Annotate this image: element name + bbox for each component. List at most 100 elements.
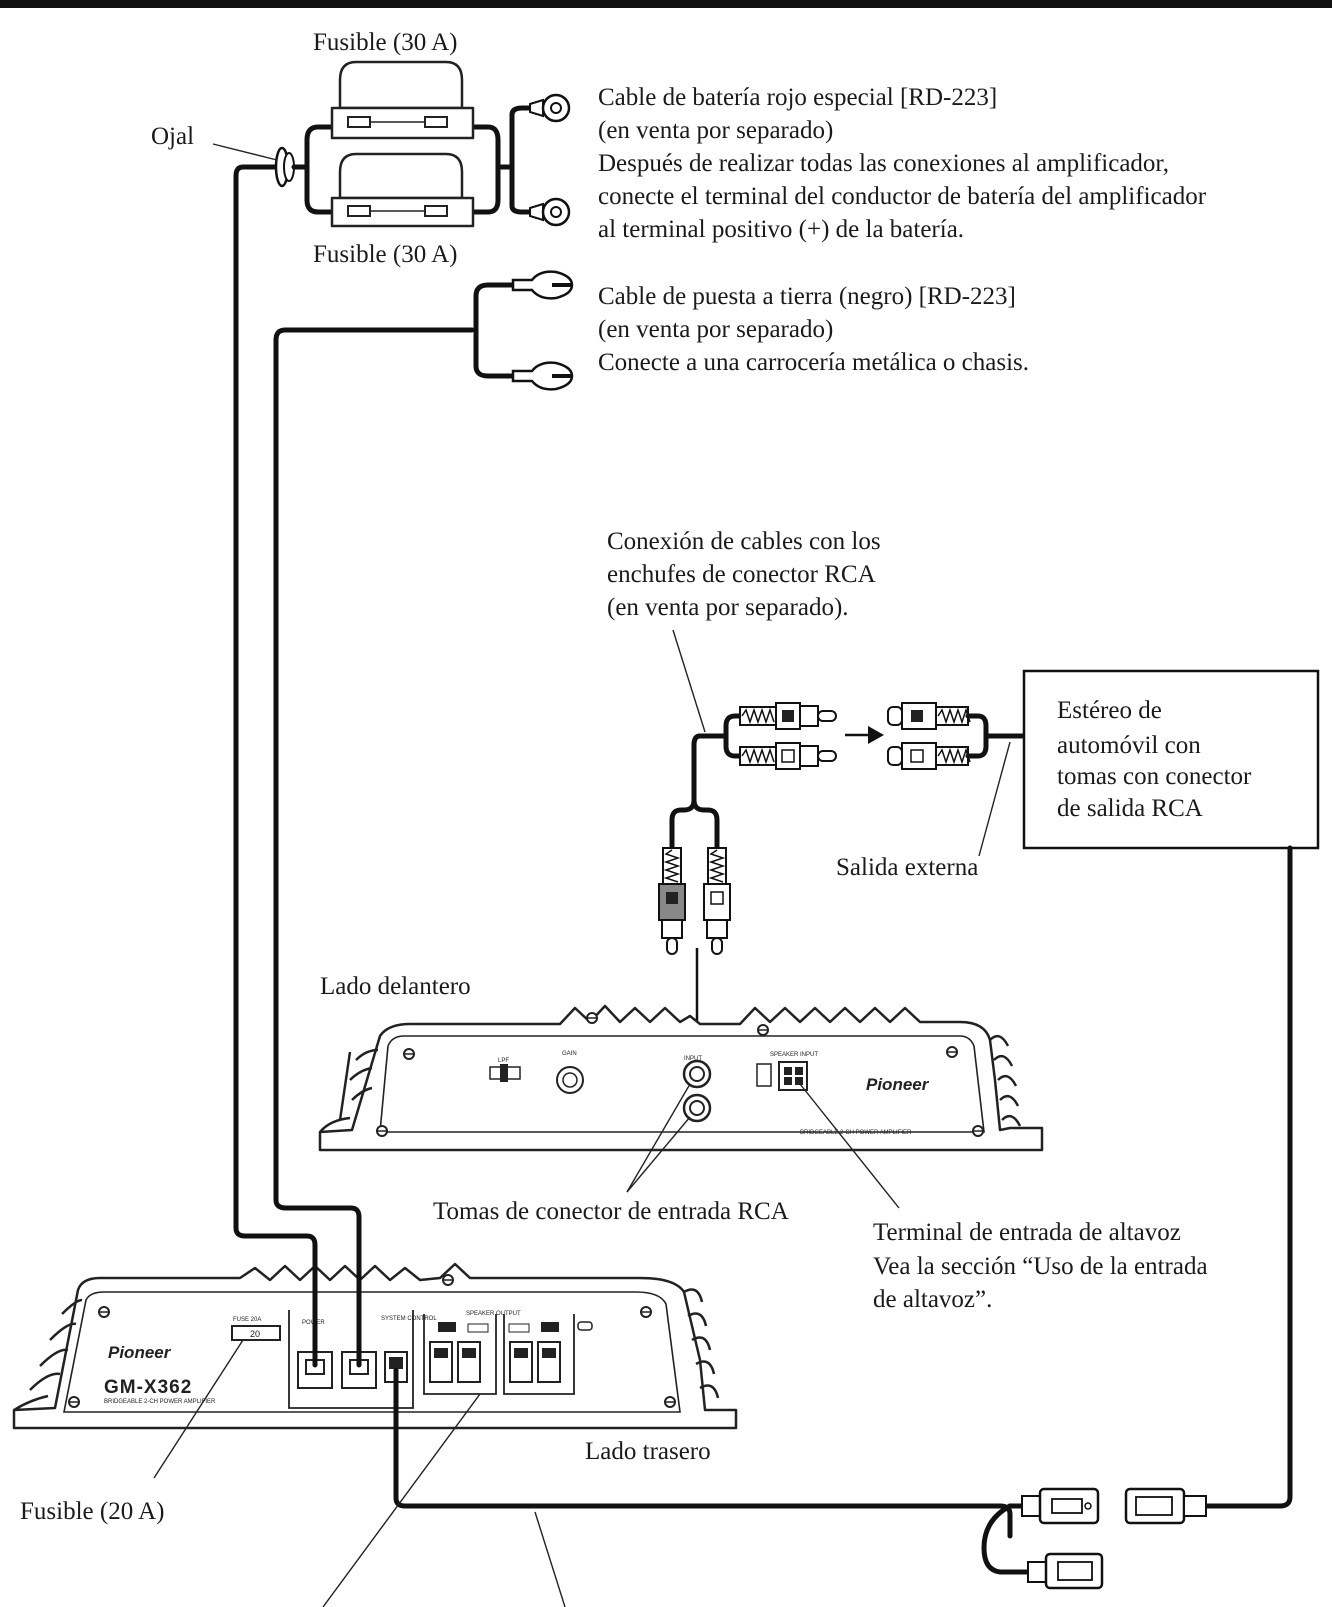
rca-jack-icon bbox=[887, 702, 971, 730]
rca-plug-icon bbox=[739, 742, 837, 770]
amp-model: GM-X362 bbox=[104, 1377, 192, 1398]
fuse-top-label: Fusible (30 A) bbox=[313, 29, 457, 56]
fuse-loop-wire bbox=[291, 105, 535, 215]
terminal-wire-ends bbox=[312, 1259, 362, 1368]
speaker-output-leader bbox=[322, 1393, 481, 1607]
rear-side-label: Lado trasero bbox=[585, 1438, 711, 1465]
amplifier-rear: FUSE 20A 20 Pioneer GM-X362 BRIDGEABLE 2… bbox=[12, 1262, 738, 1430]
screw-icon bbox=[98, 1306, 110, 1318]
svg-text:(en venta por separado).: (en venta por separado). bbox=[607, 594, 849, 621]
fuse-holder-top bbox=[330, 60, 475, 140]
front-side-label: Lado delantero bbox=[320, 973, 471, 1000]
ring-terminal-icon bbox=[529, 93, 571, 123]
remote-connector-icon bbox=[1027, 1552, 1104, 1590]
ground-fork-wire bbox=[473, 282, 518, 379]
svg-text:Estéreo de: Estéreo de bbox=[1057, 697, 1162, 724]
screw-icon bbox=[403, 1048, 415, 1060]
ground-cable-note: Cable de puesta a tierra (negro) [RD-223… bbox=[598, 283, 1029, 376]
svg-text:FUSE 20A: FUSE 20A bbox=[233, 1317, 261, 1323]
battery-wire bbox=[233, 164, 318, 1368]
svg-text:Terminal de entrada de altavoz: Terminal de entrada de altavoz bbox=[873, 1219, 1181, 1246]
svg-text:SYSTEM CONTROL: SYSTEM CONTROL bbox=[381, 1316, 437, 1322]
svg-text:automóvil con: automóvil con bbox=[1057, 732, 1201, 759]
svg-text:Conecte a una carrocería metál: Conecte a una carrocería metálica o chas… bbox=[598, 349, 1029, 376]
svg-text:Cable de batería rojo especial: Cable de batería rojo especial [RD-223] bbox=[598, 84, 997, 111]
speaker-output-terminal[interactable] bbox=[509, 1341, 561, 1383]
remote-wire-branch bbox=[981, 1503, 1031, 1575]
svg-text:de salida RCA: de salida RCA bbox=[1057, 795, 1203, 822]
fuse-holder-bottom bbox=[330, 152, 475, 228]
amplifier-front: LPF GAIN INPUT SPEAKER INPUT Pioneer BRI… bbox=[318, 1004, 1044, 1152]
speaker-input-terminal[interactable] bbox=[778, 1061, 808, 1091]
amp-front-brand: Pioneer bbox=[866, 1075, 930, 1094]
fuse-bottom-label: Fusible (30 A) bbox=[313, 241, 457, 268]
car-stereo-label: Estéreo de automóvil con tomas con conec… bbox=[1057, 697, 1252, 822]
grommet-label: Ojal bbox=[151, 123, 194, 150]
screw-icon bbox=[376, 1125, 388, 1137]
fuse-amp-leader bbox=[153, 1339, 244, 1479]
rca-input-jack-left[interactable] bbox=[682, 1059, 712, 1089]
stereo-output-wire bbox=[965, 713, 1025, 759]
remote-wire-stereo bbox=[1204, 845, 1293, 1509]
svg-text:20: 20 bbox=[250, 1329, 260, 1339]
screw-icon bbox=[640, 1306, 652, 1318]
battery-cable-note: Cable de batería rojo especial [RD-223] … bbox=[598, 84, 1207, 243]
rca-cable bbox=[669, 713, 743, 853]
lpf-switch-knob bbox=[500, 1064, 508, 1082]
system-control-terminal[interactable] bbox=[384, 1351, 408, 1383]
gain-knob-center bbox=[562, 1072, 578, 1088]
grommet-icon bbox=[274, 146, 295, 188]
svg-text:BRIDGEABLE 2-CH POWER AMPLIFIE: BRIDGEABLE 2-CH POWER AMPLIFIER bbox=[800, 1130, 912, 1136]
amp-rear-brand: Pioneer bbox=[108, 1343, 172, 1362]
screw-icon bbox=[664, 1396, 676, 1408]
svg-text:Después de realizar todas las: Después de realizar todas las conexiones… bbox=[598, 150, 1169, 177]
svg-text:Vea la sección “Uso de la entr: Vea la sección “Uso de la entrada bbox=[873, 1253, 1208, 1280]
svg-text:tomas con conector: tomas con conector bbox=[1057, 763, 1252, 790]
rca-jack-icon bbox=[887, 742, 971, 770]
top-border bbox=[0, 0, 1332, 8]
external-output-leader bbox=[978, 741, 1011, 857]
svg-text:enchufes de conector RCA: enchufes de conector RCA bbox=[607, 561, 876, 588]
screw-icon bbox=[757, 1024, 769, 1036]
rca-input-leader bbox=[626, 1083, 691, 1193]
screw-icon bbox=[586, 1012, 598, 1024]
remote-connector-icon bbox=[1021, 1487, 1100, 1525]
ground-wire bbox=[273, 327, 475, 1368]
car-stereo-box bbox=[1022, 669, 1320, 850]
rca-connection-note: Conexión de cables con los enchufes de c… bbox=[607, 528, 881, 621]
svg-text:SPEAKER OUTPUT: SPEAKER OUTPUT bbox=[466, 1311, 521, 1317]
svg-text:(en venta por separado): (en venta por separado) bbox=[598, 117, 833, 144]
fuse-amp-label: Fusible (20 A) bbox=[20, 1498, 164, 1525]
rca-leader bbox=[672, 629, 706, 733]
svg-text:Cable de puesta a tierra (negr: Cable de puesta a tierra (negro) [RD-223… bbox=[598, 283, 1016, 310]
rca-input-leader bbox=[626, 1116, 691, 1193]
remote-connector-icon bbox=[1124, 1487, 1207, 1525]
spade-terminal-icon bbox=[511, 270, 574, 300]
screw-icon bbox=[442, 1274, 454, 1286]
amp-fuse[interactable] bbox=[231, 1325, 281, 1341]
svg-text:Conexión de cables con los: Conexión de cables con los bbox=[607, 528, 881, 555]
svg-text:BRIDGEABLE 2-CH POWER AMPLIFIE: BRIDGEABLE 2-CH POWER AMPLIFIER bbox=[104, 1399, 216, 1405]
rca-input-jack-right[interactable] bbox=[682, 1093, 712, 1123]
svg-text:al terminal positivo (+) de la: al terminal positivo (+) de la batería. bbox=[598, 216, 964, 243]
svg-text:SPEAKER INPUT: SPEAKER INPUT bbox=[770, 1052, 818, 1058]
spade-terminal-icon bbox=[511, 361, 574, 391]
svg-text:LPF: LPF bbox=[498, 1058, 509, 1064]
external-output-label: Salida externa bbox=[836, 854, 978, 881]
svg-text:(en venta por separado): (en venta por separado) bbox=[598, 316, 833, 343]
ring-terminal-icon bbox=[529, 197, 571, 227]
speaker-input-leader bbox=[799, 1083, 900, 1209]
screw-icon bbox=[946, 1046, 958, 1058]
speaker-input-note: Terminal de entrada de altavoz Vea la se… bbox=[873, 1219, 1208, 1313]
rca-input-jacks-label: Tomas de conector de entrada RCA bbox=[433, 1198, 789, 1225]
rca-plug-icon bbox=[703, 847, 731, 955]
svg-text:GAIN: GAIN bbox=[562, 1051, 577, 1057]
svg-text:de altavoz”.: de altavoz”. bbox=[873, 1286, 992, 1313]
arrow-right-icon bbox=[845, 726, 884, 744]
rca-plug-icon bbox=[658, 847, 686, 955]
svg-text:INPUT: INPUT bbox=[684, 1056, 702, 1062]
speaker-output-terminal[interactable] bbox=[429, 1341, 481, 1383]
screw-icon bbox=[972, 1125, 984, 1137]
